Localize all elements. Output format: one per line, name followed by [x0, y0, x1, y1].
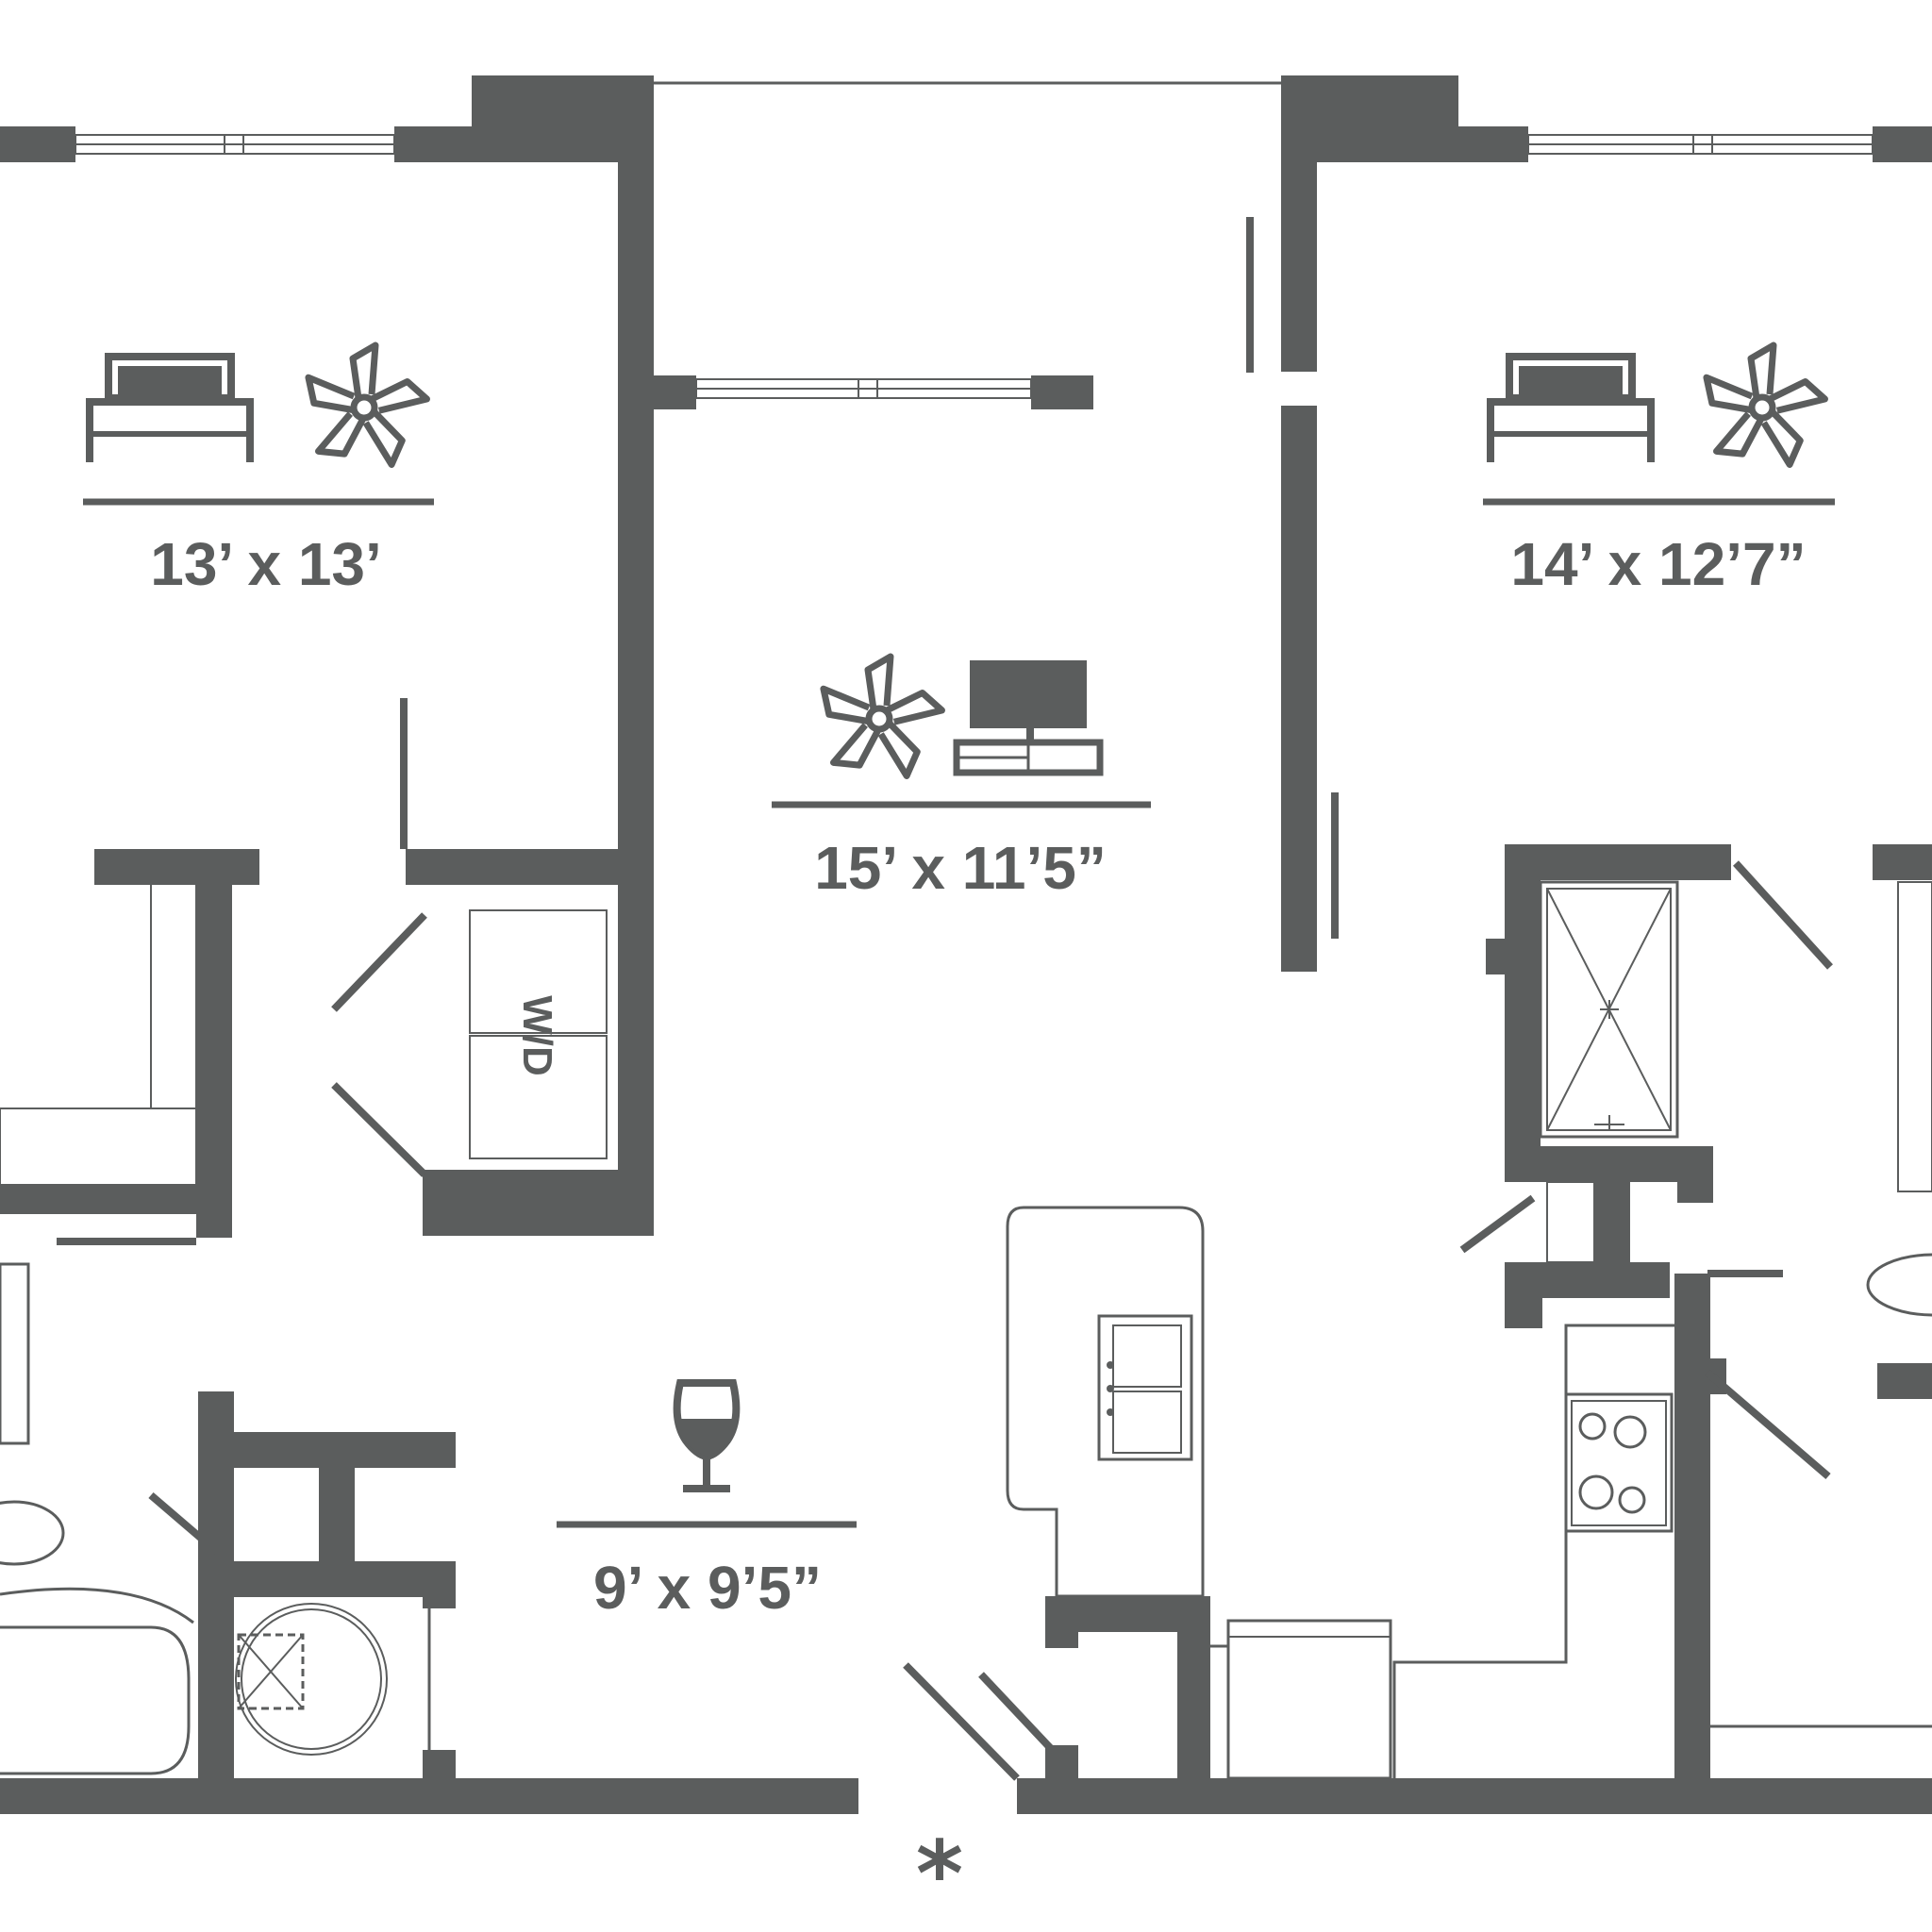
bedroom-right-dimensions: 14’ x 12’7”: [1510, 530, 1806, 598]
washer-dryer: [469, 909, 608, 1159]
dining-dimensions: 9’ x 9’5”: [593, 1554, 822, 1622]
living-room-icons: [772, 657, 1151, 808]
window-top-left: [75, 134, 395, 155]
stove-icon: [1564, 1392, 1674, 1533]
doors: [57, 217, 1833, 1781]
ceiling-fan-icon: [302, 345, 427, 464]
entry-marker: *: [916, 1822, 963, 1927]
sink-icon: [1097, 1314, 1193, 1461]
bed-icon: [1491, 357, 1651, 462]
wine-glass-icon: [673, 1379, 741, 1492]
closet-slider-center: [654, 375, 1093, 409]
living-room-dimensions: 15’ x 11’5”: [814, 834, 1107, 902]
shower-icon: [235, 1603, 388, 1756]
dishwasher: [1226, 1619, 1392, 1780]
fixtures: [0, 880, 1932, 1780]
washer-dryer-label: W/D: [514, 995, 560, 1076]
bathtub-icon: [0, 1587, 194, 1775]
windows: [75, 81, 1874, 409]
labels: 13’ x 13’ 14’ x 12’7” 15’ x 11’5” 9’ x 9…: [150, 530, 1806, 1927]
ceiling-fan-icon: [1700, 345, 1825, 464]
bedroom-right-icons: [1483, 345, 1835, 506]
bed-icon: [90, 357, 250, 462]
dining-icons: [557, 1379, 857, 1528]
toilet-icon: [0, 1500, 65, 1566]
tv-stand-icon: [953, 660, 1104, 776]
shower-right: [1539, 880, 1679, 1139]
ceiling-fan-icon: [817, 657, 942, 775]
window-top-right: [1527, 134, 1874, 155]
bedroom-left-dimensions: 13’ x 13’: [150, 530, 382, 598]
bedroom-left-icons: [83, 345, 434, 506]
